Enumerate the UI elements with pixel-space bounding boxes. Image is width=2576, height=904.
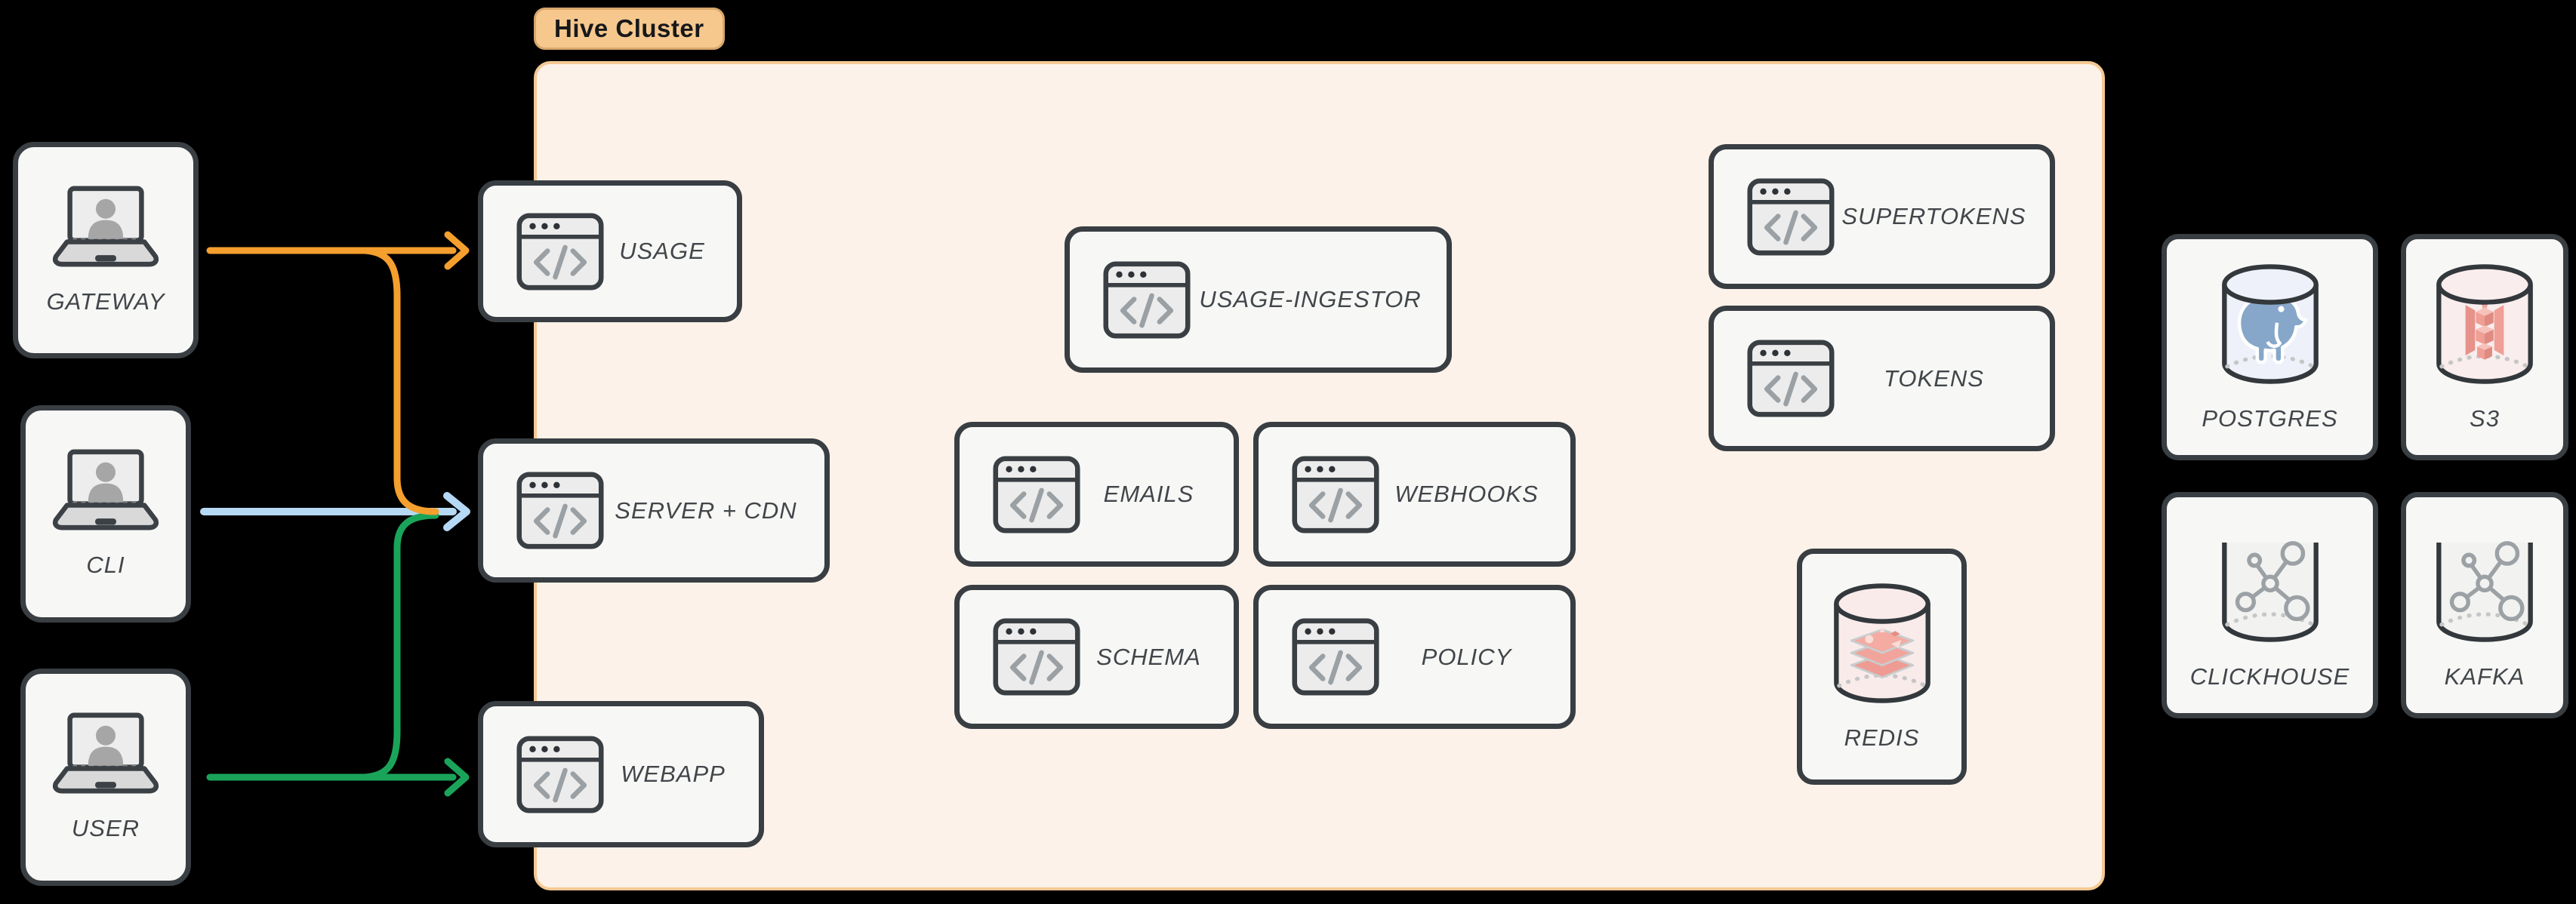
node-s3[interactable]: S3 xyxy=(2401,234,2568,460)
code-window-icon xyxy=(993,456,1080,533)
s3-database-icon xyxy=(2433,263,2537,386)
code-window-icon xyxy=(516,736,604,813)
node-webapp[interactable]: WEBAPP xyxy=(478,701,764,847)
node-usage-ingestor-label: USAGE-INGESTOR xyxy=(1199,286,1422,312)
code-window-icon xyxy=(516,213,604,291)
arrowhead-webapp xyxy=(444,758,470,797)
node-webhooks[interactable]: WEBHOOKS xyxy=(1253,422,1576,567)
code-window-icon xyxy=(1292,618,1379,696)
node-usage[interactable]: USAGE xyxy=(478,180,742,322)
node-webapp-label: WEBAPP xyxy=(621,761,726,787)
code-window-icon xyxy=(1292,456,1379,533)
node-postgres[interactable]: POSTGRES xyxy=(2162,234,2378,460)
node-cli-label: CLI xyxy=(86,552,125,578)
node-kafka[interactable]: KAFKA xyxy=(2401,492,2568,718)
postgres-database-icon xyxy=(2218,263,2322,386)
code-window-icon xyxy=(516,472,604,549)
node-server-cdn-label: SERVER + CDN xyxy=(615,497,797,524)
node-usage-ingestor[interactable]: USAGE-INGESTOR xyxy=(1065,226,1452,373)
node-kafka-label: KAFKA xyxy=(2444,663,2525,690)
node-redis[interactable]: REDIS xyxy=(1797,549,1967,785)
node-user-label: USER xyxy=(71,815,140,841)
node-clickhouse-label: CLICKHOUSE xyxy=(2189,663,2350,690)
node-clickhouse[interactable]: CLICKHOUSE xyxy=(2162,492,2378,718)
laptop-icon xyxy=(46,186,165,267)
edge-user-servercdn xyxy=(361,512,439,781)
node-webhooks-label: WEBHOOKS xyxy=(1394,481,1539,507)
edge-gateway-servercdn xyxy=(361,247,439,515)
node-tokens[interactable]: TOKENS xyxy=(1709,306,2055,451)
hive-cluster-label-text: Hive Cluster xyxy=(554,14,704,42)
node-emails-label: EMAILS xyxy=(1103,481,1194,507)
code-window-icon xyxy=(1747,340,1835,417)
node-s3-label: S3 xyxy=(2470,404,2500,432)
node-policy-label: POLICY xyxy=(1421,643,1512,670)
node-server-cdn[interactable]: SERVER + CDN xyxy=(478,438,830,583)
node-schema-label: SCHEMA xyxy=(1096,643,1201,670)
node-schema[interactable]: SCHEMA xyxy=(954,585,1239,729)
node-postgres-label: POSTGRES xyxy=(2202,404,2338,432)
node-policy[interactable]: POLICY xyxy=(1253,585,1576,729)
node-user[interactable]: USER xyxy=(20,669,191,886)
code-window-icon xyxy=(1747,178,1835,256)
code-window-icon xyxy=(993,618,1080,696)
hive-cluster-label: Hive Cluster xyxy=(534,8,725,50)
kafka-database-icon xyxy=(2433,521,2537,644)
clickhouse-database-icon xyxy=(2218,521,2322,644)
node-emails[interactable]: EMAILS xyxy=(954,422,1239,567)
redis-database-icon xyxy=(1830,582,1934,705)
node-redis-label: REDIS xyxy=(1844,724,1920,751)
node-cli[interactable]: CLI xyxy=(20,405,191,623)
node-supertokens[interactable]: SUPERTOKENS xyxy=(1709,144,2055,289)
node-supertokens-label: SUPERTOKENS xyxy=(1841,203,2026,229)
node-tokens-label: TOKENS xyxy=(1884,364,1984,392)
arrowhead-servercdn xyxy=(443,492,470,531)
code-window-icon xyxy=(1103,261,1191,339)
node-usage-label: USAGE xyxy=(619,238,705,264)
node-gateway-label: GATEWAY xyxy=(46,287,165,315)
laptop-icon xyxy=(46,449,165,530)
arrowhead-usage xyxy=(444,231,470,270)
node-gateway[interactable]: GATEWAY xyxy=(13,142,199,358)
laptop-icon xyxy=(46,712,165,794)
